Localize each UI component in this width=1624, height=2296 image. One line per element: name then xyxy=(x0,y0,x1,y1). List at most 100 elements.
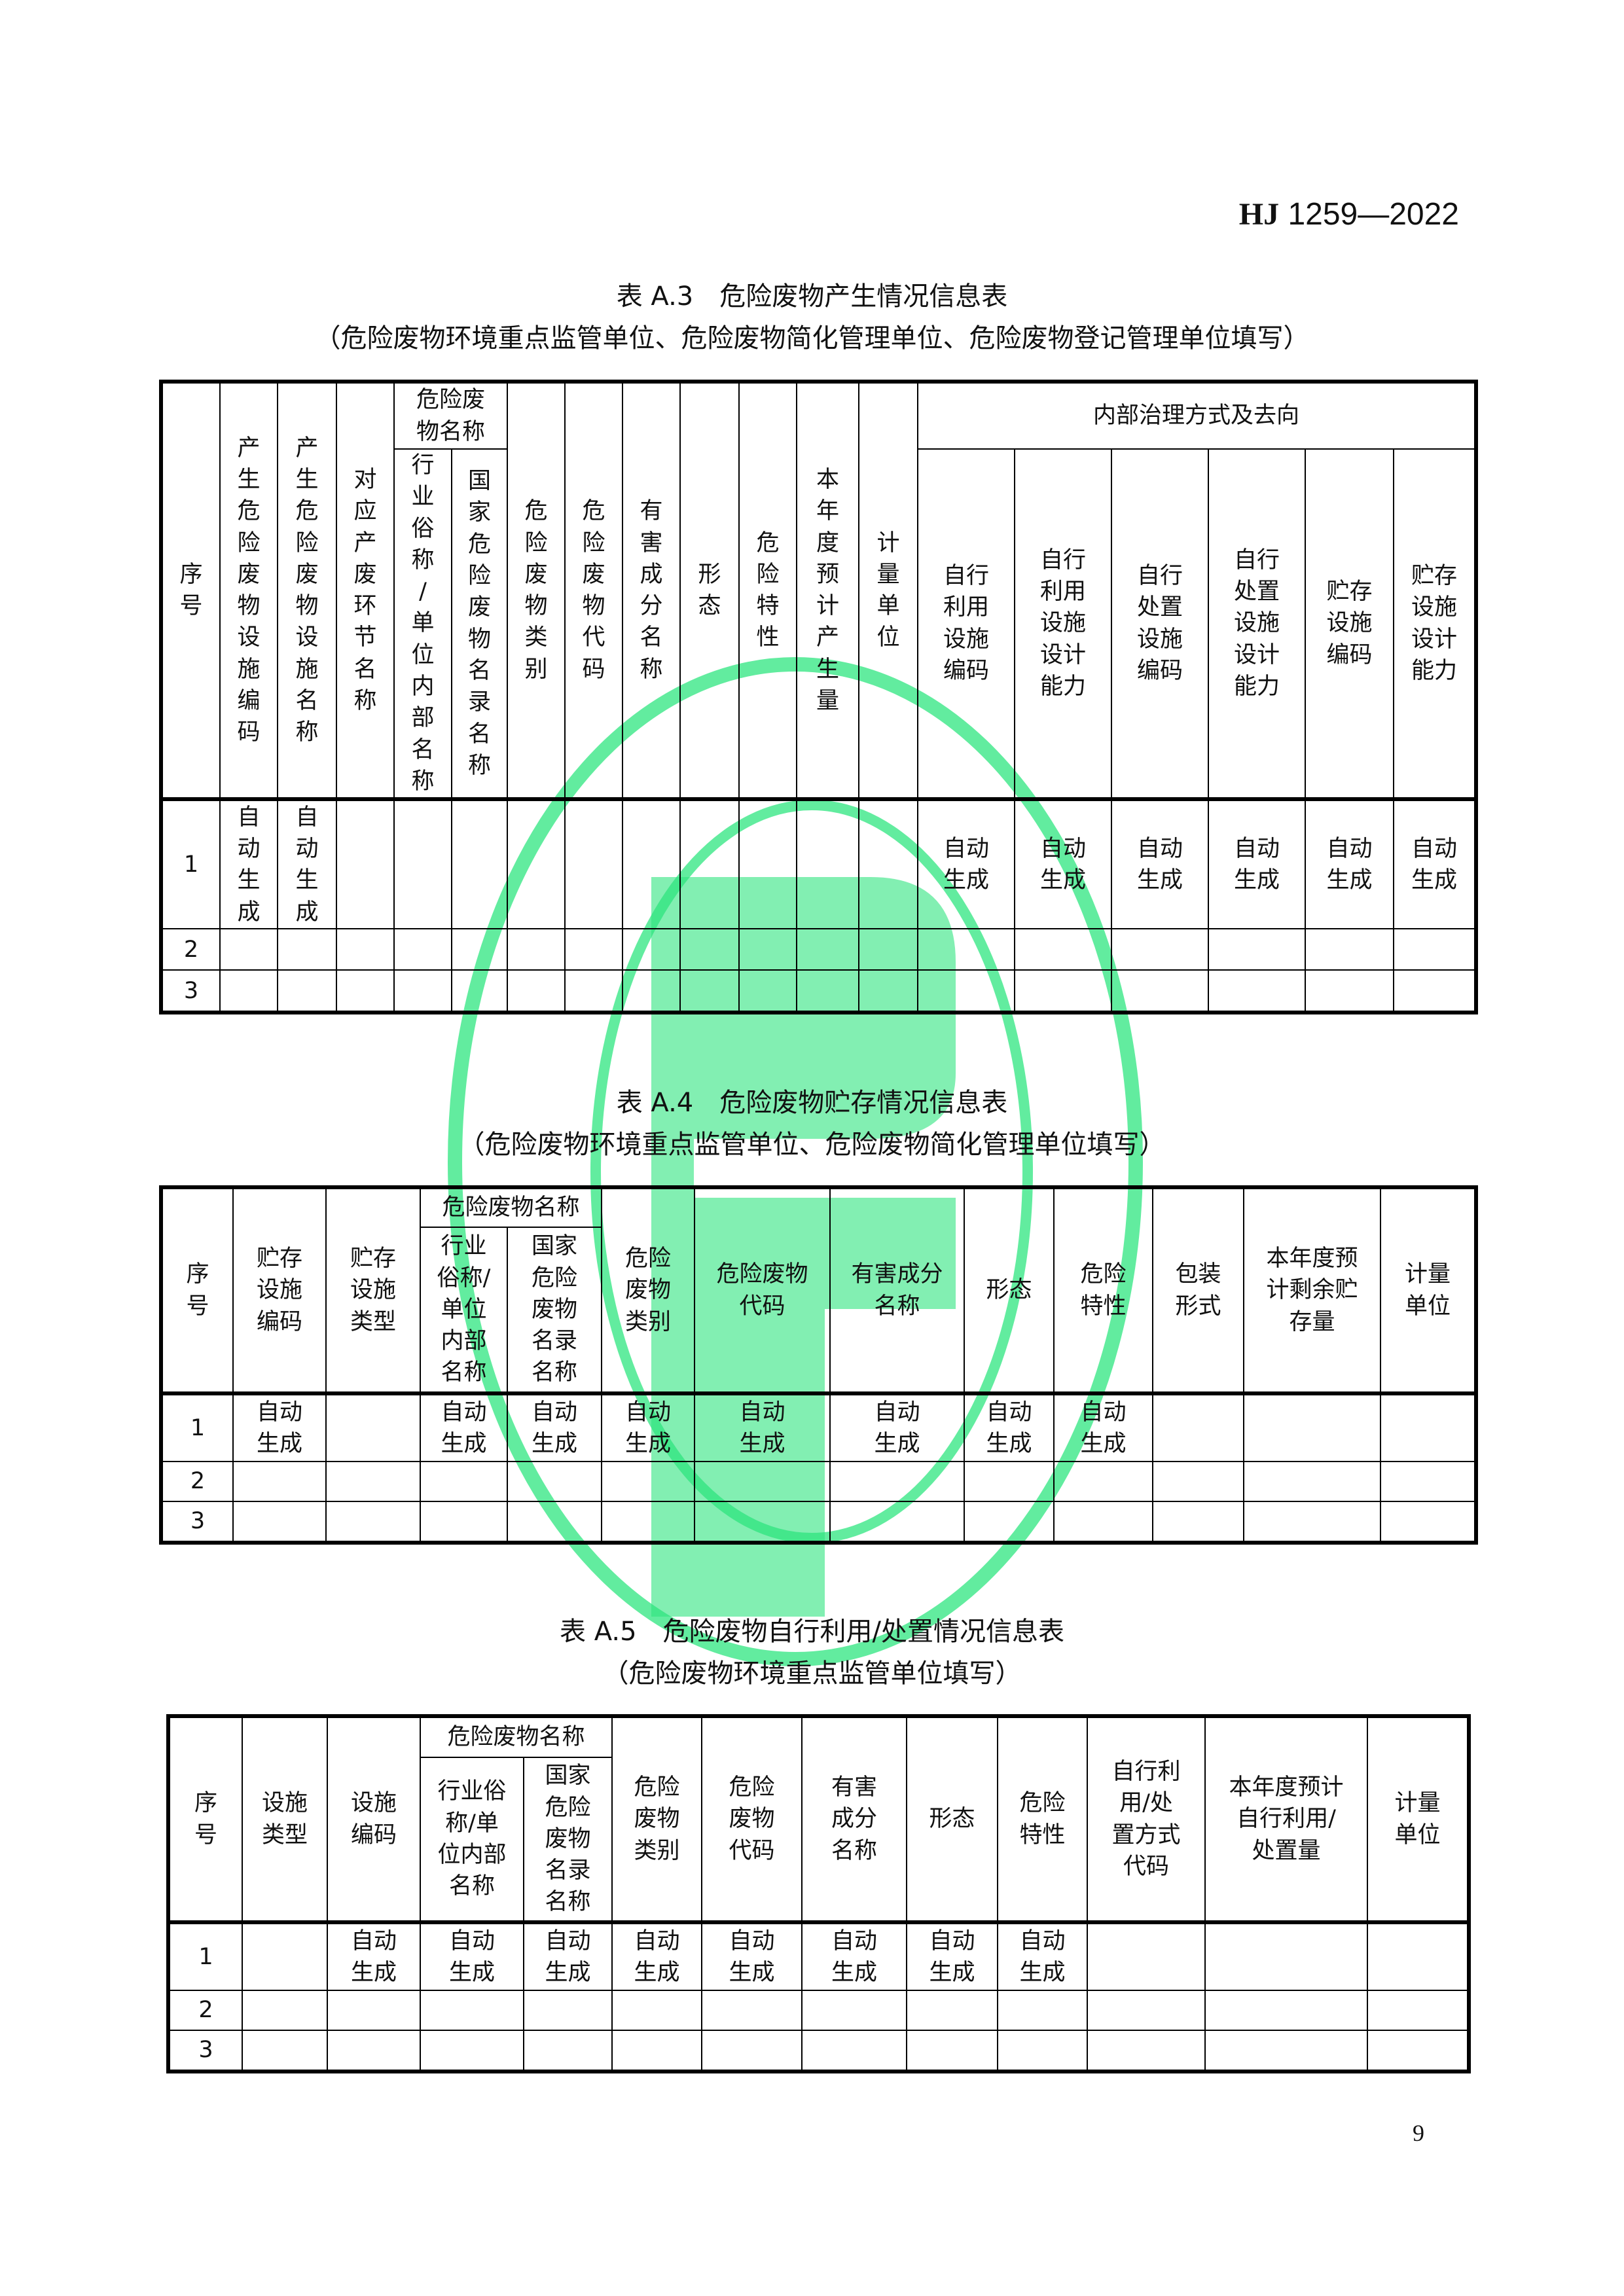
table-cell xyxy=(1367,2030,1470,2072)
table-cell xyxy=(694,1461,831,1502)
column-header: 序号 xyxy=(168,1715,243,1924)
column-header-text: 本年度预计产生量 xyxy=(816,466,840,715)
column-header-text: 自行利用设施设计能力 xyxy=(1040,547,1087,700)
table-cell xyxy=(801,2030,907,2072)
table-cell-text: 自动生成 xyxy=(449,1928,496,1986)
column-header: 本年度预计剩余贮存量 xyxy=(1243,1187,1381,1395)
table-cell-text: 自动生成 xyxy=(1326,835,1373,894)
table-cell xyxy=(1204,1922,1368,1991)
table-cell xyxy=(858,928,918,971)
table-cell xyxy=(1204,2030,1368,2072)
table-cell xyxy=(906,1990,998,2031)
table-cell xyxy=(523,2030,613,2072)
column-group-header-text: 危险废物名称 xyxy=(442,1194,580,1221)
table-cell xyxy=(829,1501,965,1543)
column-header: 计量单位 xyxy=(858,380,918,802)
row-number-cell-text: 2 xyxy=(190,1468,206,1495)
table-cell: 自动生成 xyxy=(327,1922,421,1991)
column-header: 行业俗称/单位内部名称 xyxy=(420,1757,524,1924)
column-header-text: 有害成分名称 xyxy=(640,498,663,683)
page-number: 9 xyxy=(1413,2120,1424,2146)
column-header-text: 产生危险废物设施编码 xyxy=(237,435,261,746)
table-subtitle: （危险废物环境重点监管单位、危险废物简化管理单位、危险废物登记管理单位填写） xyxy=(314,323,1310,353)
table-cell-text: 自动生成 xyxy=(295,804,319,925)
row-number-cell: 3 xyxy=(168,2030,243,2072)
column-header-text: 危险废物代码 xyxy=(729,1774,775,1864)
column-header: 形态 xyxy=(906,1715,998,1924)
column-header-text: 本年度预计自行利用/处置量 xyxy=(1229,1774,1344,1864)
column-header: 形态 xyxy=(679,380,740,802)
column-header-text: 国家危险废物名录名称 xyxy=(545,1763,591,1916)
table-cell xyxy=(327,1990,421,2031)
table-cell xyxy=(622,798,681,930)
column-header: 行业俗称/单位内部名称 xyxy=(393,448,452,802)
table-cell xyxy=(242,2030,328,2072)
table-cell: 自动生成 xyxy=(420,1393,508,1462)
column-header-text: 危险废物代码 xyxy=(582,498,605,683)
column-group-header-text: 危险废物名称 xyxy=(416,387,486,445)
row-number-cell: 3 xyxy=(160,969,221,1014)
column-header: 自行处置设施设计能力 xyxy=(1208,448,1306,802)
table-cell-text: 自动生成 xyxy=(1137,835,1183,894)
column-group-header: 危险废物名称 xyxy=(420,1187,602,1228)
table-cell xyxy=(507,1501,602,1543)
table-cell xyxy=(327,2030,421,2072)
table-cell xyxy=(1380,1393,1477,1462)
table-cell xyxy=(1208,969,1306,1014)
table-cell xyxy=(1204,1990,1368,2031)
table-cell xyxy=(420,1990,524,2031)
table-cell-text: 自动生成 xyxy=(943,835,990,894)
table-cell xyxy=(1111,969,1209,1014)
column-header: 有害成分名称 xyxy=(801,1715,907,1924)
table-cell: 自动生成 xyxy=(277,798,337,930)
table-cell xyxy=(1053,1461,1153,1502)
column-header: 危险特性 xyxy=(997,1715,1088,1924)
row-number-cell: 1 xyxy=(168,1922,243,1991)
column-header-text: 产生危险废物设施名称 xyxy=(295,435,319,746)
column-header: 危险废物代码 xyxy=(694,1187,831,1395)
table-cell-text: 自动生成 xyxy=(1411,835,1458,894)
standard-prefix: HJ xyxy=(1238,197,1280,232)
row-number-cell: 1 xyxy=(160,1393,234,1462)
table-cell xyxy=(796,798,859,930)
table-cell-text: 自动生成 xyxy=(441,1399,487,1457)
table-cell: 自动生成 xyxy=(801,1922,907,1991)
column-header-text: 对应产废环节名称 xyxy=(353,466,377,715)
table-cell xyxy=(420,1461,508,1502)
table-row: 2 xyxy=(160,928,1477,971)
table-cell: 自动生成 xyxy=(917,798,1015,930)
table-cell xyxy=(336,928,395,971)
column-group-header-text: 危险废物名称 xyxy=(447,1724,585,1751)
column-header: 对应产废环节名称 xyxy=(336,380,395,802)
table-cell xyxy=(507,928,566,971)
table-cell-text: 自动生成 xyxy=(729,1928,775,1986)
column-header: 贮存设施类型 xyxy=(325,1187,421,1395)
table-cell: 自动生成 xyxy=(701,1922,803,1991)
table-cell xyxy=(336,969,395,1014)
row-number-cell: 2 xyxy=(168,1990,243,2031)
column-header: 自行利用/处置方式代码 xyxy=(1087,1715,1206,1924)
table-cell xyxy=(829,1461,965,1502)
table-cell-text: 自动生成 xyxy=(532,1399,578,1457)
column-header: 设施编码 xyxy=(327,1715,421,1924)
column-header: 危险特性 xyxy=(1053,1187,1153,1395)
table-cell-text: 自动生成 xyxy=(874,1399,920,1457)
row-number-cell: 2 xyxy=(160,928,221,971)
column-header-text: 贮存设施编码 xyxy=(257,1246,303,1335)
table-cell: 自动生成 xyxy=(906,1922,998,1991)
table-cell: 自动生成 xyxy=(1305,798,1394,930)
table-row: 3 xyxy=(160,1501,1477,1543)
table-cell xyxy=(738,928,797,971)
column-header: 危险特性 xyxy=(738,380,797,802)
column-header-text: 行业俗称/单位内部名称 xyxy=(437,1778,507,1900)
column-header-text: 国家危险废物名录名称 xyxy=(532,1233,578,1386)
column-header-text: 危险特性 xyxy=(756,529,780,651)
column-header: 行业俗称/单位内部名称 xyxy=(420,1227,508,1395)
table-cell xyxy=(1243,1461,1381,1502)
table-cell xyxy=(738,798,797,930)
table-cell xyxy=(393,798,452,930)
column-header: 贮存设施设计能力 xyxy=(1393,448,1477,802)
column-header-text: 贮存设施类型 xyxy=(350,1246,397,1335)
table-cell xyxy=(1243,1393,1381,1462)
